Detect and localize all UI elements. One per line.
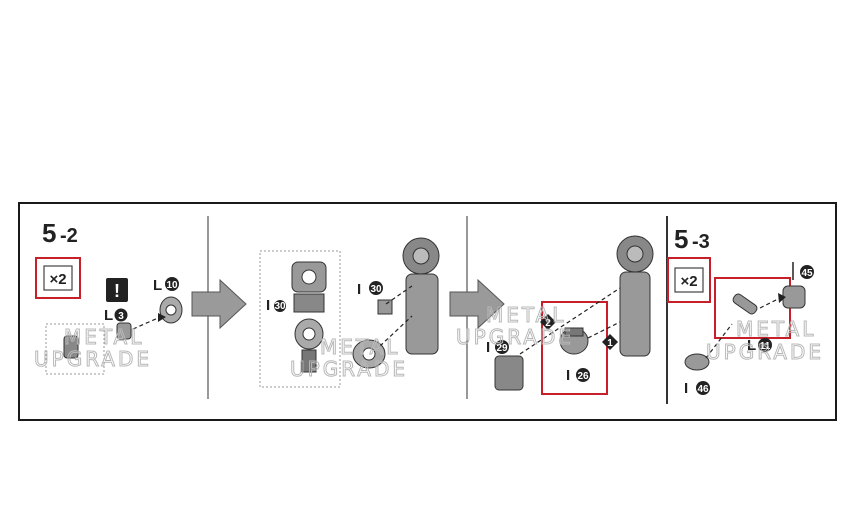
svg-text:L: L: [747, 337, 756, 354]
svg-text:10: 10: [166, 280, 178, 291]
part-label-i29: I 29: [486, 339, 509, 356]
svg-text:1: 1: [607, 338, 613, 349]
instruction-panel: 5 -2 ×2 ! L 3 L 10: [18, 202, 837, 421]
svg-text:46: 46: [697, 384, 709, 395]
part-label-l3: L 3: [104, 307, 128, 324]
arrow-head: [778, 293, 786, 303]
svg-text:2: 2: [545, 318, 551, 329]
part-label-i30b: I 30: [357, 281, 383, 298]
svg-text:L: L: [104, 307, 113, 324]
svg-text:29: 29: [496, 343, 508, 354]
svg-text:30: 30: [274, 301, 286, 312]
quantity-x2-box: ×2: [667, 257, 711, 303]
svg-text:11: 11: [760, 341, 771, 352]
assembly-diagram: 5 -2 ×2 ! L 3 L 10: [34, 216, 824, 404]
part-label-i30a: I 30: [266, 297, 286, 314]
svg-text:L: L: [153, 277, 162, 294]
arm-part: [291, 261, 327, 373]
svg-text:5: 5: [42, 218, 56, 248]
svg-text:METAL: METAL: [736, 317, 816, 341]
part-l11: [732, 293, 758, 315]
part-45: [782, 285, 806, 309]
svg-text:UPGRADE: UPGRADE: [706, 340, 824, 364]
part-label-i26: I 26: [566, 367, 590, 384]
assembly-arrow: [519, 287, 621, 355]
svg-text:3: 3: [118, 311, 124, 322]
flow-arrow: [449, 278, 505, 330]
order-badge-1: 1: [602, 334, 618, 350]
svg-text:-2: -2: [60, 225, 78, 247]
leg-assembly: [352, 237, 440, 369]
assembly-arrow: [385, 285, 413, 305]
svg-text:!: !: [114, 281, 120, 301]
part-i46: [684, 353, 710, 371]
svg-text:I: I: [684, 380, 688, 397]
svg-text:×2: ×2: [680, 273, 697, 290]
assembly-arrow: [379, 315, 413, 347]
svg-text:I: I: [266, 297, 270, 314]
detail-box: [259, 250, 341, 388]
svg-text:×2: ×2: [49, 271, 66, 288]
svg-text:METAL: METAL: [486, 303, 566, 327]
svg-text:I: I: [566, 367, 570, 384]
svg-text:-3: -3: [692, 231, 710, 253]
part-label-45: 45: [792, 262, 814, 280]
caution-icon: !: [106, 278, 128, 302]
quantity-x2-box: ×2: [35, 257, 81, 299]
svg-text:UPGRADE: UPGRADE: [290, 357, 408, 381]
part-label-l11: L 11: [747, 337, 772, 354]
part-i26: [559, 327, 589, 355]
watermark: METAL UPGRADE: [34, 325, 152, 372]
svg-text:45: 45: [801, 268, 813, 279]
step-5-2-title: 5 -2: [42, 218, 78, 248]
detail-box: [45, 323, 105, 375]
svg-text:UPGRADE: UPGRADE: [456, 325, 574, 349]
order-badge-2: 2: [540, 314, 556, 330]
svg-text:5: 5: [674, 224, 688, 254]
flow-arrow: [191, 278, 247, 330]
assembly-arrow: [705, 323, 733, 359]
hand-part: [63, 296, 183, 359]
svg-text:I: I: [486, 339, 490, 356]
watermark: METAL UPGRADE: [456, 303, 574, 350]
step-5-3-title: 5 -3: [674, 224, 710, 254]
watermark: METAL UPGRADE: [290, 335, 408, 382]
svg-text:METAL: METAL: [64, 325, 144, 349]
leg-assembly: [616, 235, 654, 357]
highlight-box: [541, 301, 608, 395]
svg-text:I: I: [357, 281, 361, 298]
assembly-arrow: [759, 297, 781, 309]
arrow-head: [158, 313, 166, 322]
part-i29: [494, 355, 524, 391]
svg-text:30: 30: [370, 284, 382, 295]
part-label-i46: I 46: [684, 380, 710, 397]
watermark: METAL UPGRADE: [706, 317, 824, 365]
svg-text:METAL: METAL: [320, 335, 400, 359]
part-label-l10: L 10: [153, 277, 179, 294]
assembly-arrow: [587, 321, 621, 339]
assembly-arrow: [132, 317, 159, 330]
svg-text:26: 26: [577, 371, 589, 382]
svg-text:UPGRADE: UPGRADE: [34, 347, 152, 371]
